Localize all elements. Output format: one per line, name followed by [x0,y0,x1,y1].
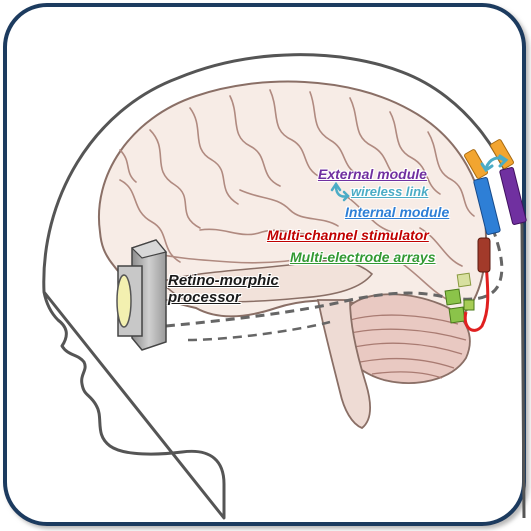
label-internal-module: Internal module [345,205,449,219]
label-multielectrode-arrays: Multi-electrode arrays [290,250,436,264]
label-external-module: External module [318,167,427,181]
label-retino-line2: processor [168,290,279,307]
label-wireless-link: wireless link [351,185,428,198]
stimulator-block [478,238,490,272]
label-retino-line1: Retino-morphic [168,273,279,290]
label-multichannel-stimulator: Multi-channel stimulator [267,228,429,242]
label-retino-processor: Retino-morphic processor [168,273,279,306]
